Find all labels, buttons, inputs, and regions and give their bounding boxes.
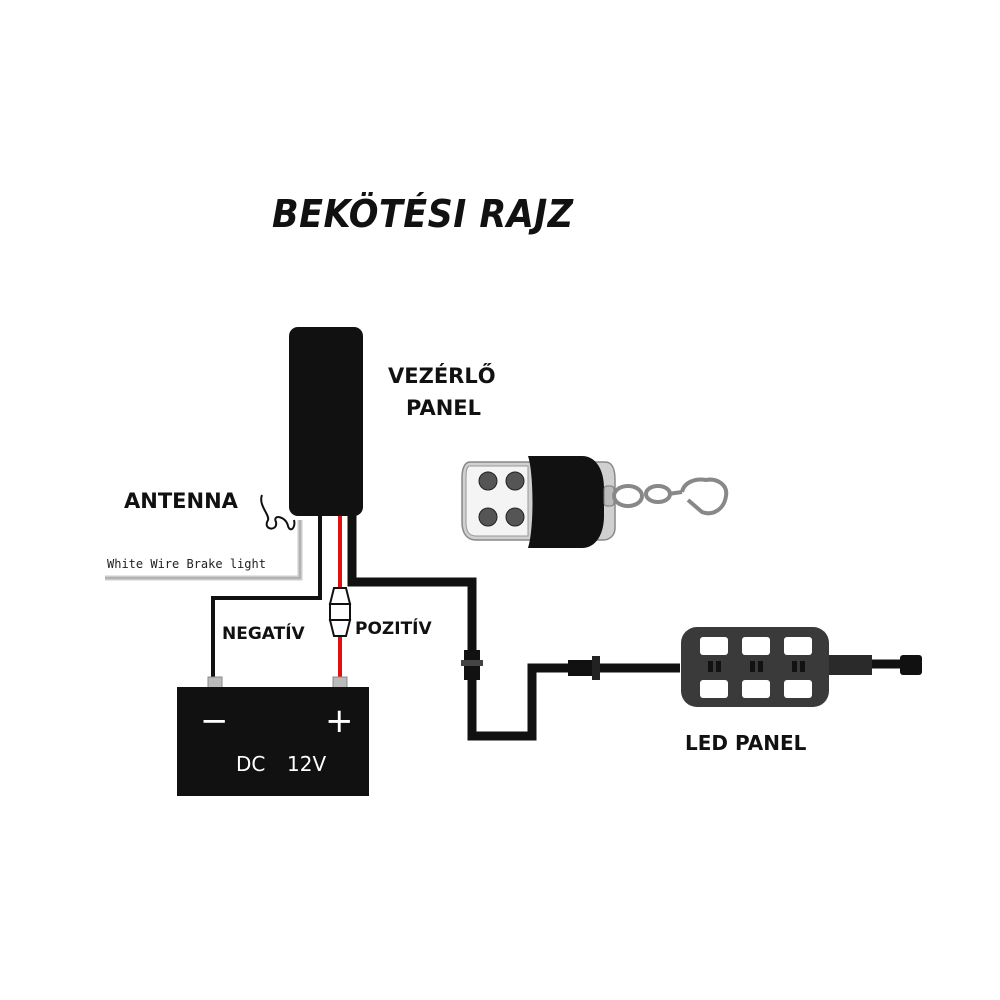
output-plug (900, 655, 922, 675)
controller-label-line2: PANEL (406, 396, 482, 420)
panel-connector (568, 656, 600, 680)
brake-wire-label: White Wire Brake light (107, 557, 266, 571)
led-panel (681, 627, 872, 707)
battery-minus: − (200, 701, 229, 741)
led-panel-label: LED PANEL (685, 731, 807, 755)
controller-box (289, 327, 363, 516)
antenna-label: ANTENNA (124, 489, 238, 513)
battery (177, 676, 369, 796)
battery-voltage: 12V (287, 752, 326, 776)
positive-label: POZITÍV (355, 619, 432, 639)
antenna-coil (260, 494, 296, 531)
remote-control-icon (461, 456, 729, 548)
battery-plus: + (325, 701, 354, 741)
controller-label-line1: VEZÉRLŐ (388, 364, 496, 388)
battery-dc: DC (236, 752, 265, 776)
negative-label: NEGATÍV (222, 624, 305, 644)
negative-wire (211, 515, 322, 680)
led-wire (347, 515, 600, 741)
brake-wire-outline (105, 520, 301, 579)
wire-connector (461, 650, 483, 680)
fuse-holder (328, 587, 352, 637)
diagram-title: BEKÖTÉSI RAJZ (272, 192, 574, 236)
